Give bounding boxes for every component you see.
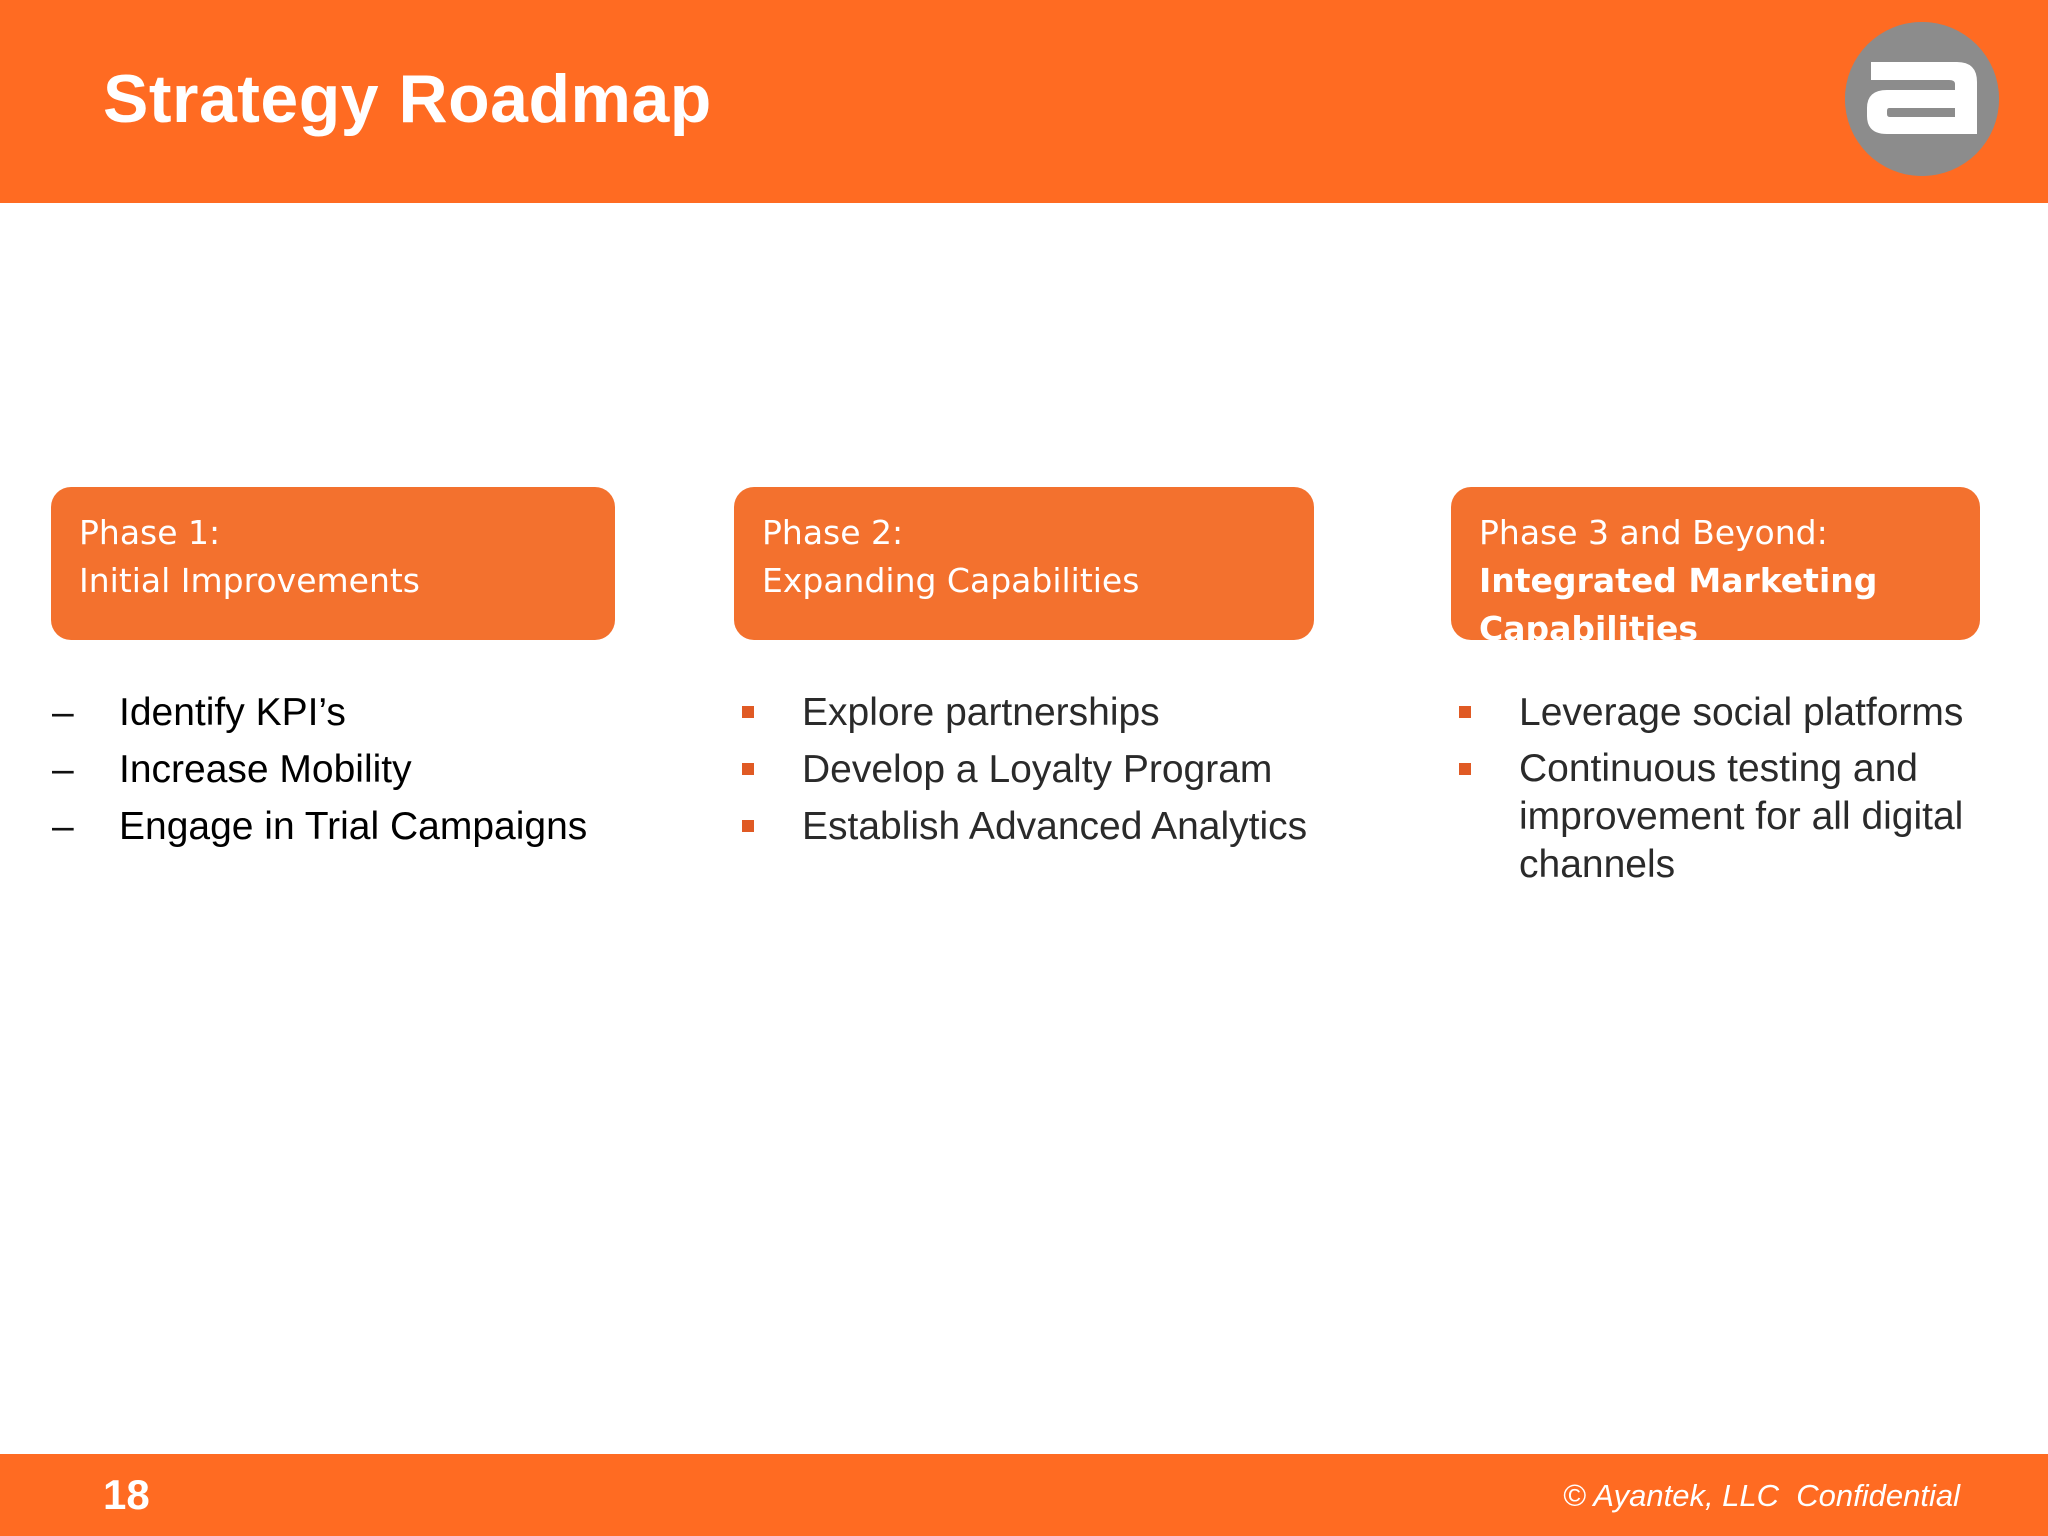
- page-number: 18: [103, 1471, 150, 1518]
- copyright-notice: © Ayantek, LLC Confidential: [1562, 1478, 1960, 1513]
- phase-3-heading: Phase 3 and Beyond:: [1479, 513, 1828, 552]
- dash-bullet-icon: –: [52, 805, 74, 848]
- slide-title: Strategy Roadmap: [103, 61, 712, 137]
- list-item-text: Leverage social platforms: [1519, 691, 1964, 734]
- phase-1-subtitle: Initial Improvements: [79, 561, 420, 600]
- phase-2-subtitle: Expanding Capabilities: [762, 561, 1140, 600]
- list-item: Explore partnerships: [735, 684, 1355, 741]
- list-item: Continuous testing and improvement for a…: [1452, 741, 2012, 889]
- logo-graphic: [1845, 22, 1999, 176]
- phase-2-heading: Phase 2:: [762, 513, 904, 552]
- list-item-text: Continuous testing and improvement for a…: [1519, 747, 1964, 886]
- phase-3-box: Phase 3 and Beyond: Integrated Marketing…: [1451, 487, 1980, 640]
- list-item-text: Identify KPI’s: [119, 691, 346, 734]
- list-item-text: Explore partnerships: [802, 691, 1160, 734]
- footer-bar: 18 © Ayantek, LLC Confidential: [0, 1454, 2048, 1536]
- ayantek-logo-icon: [1845, 22, 1999, 176]
- phase-2-box: Phase 2: Expanding Capabilities: [734, 487, 1314, 640]
- list-item-text: Establish Advanced Analytics: [802, 805, 1308, 848]
- list-item: – Engage in Trial Campaigns: [52, 798, 652, 855]
- dash-bullet-icon: –: [52, 748, 74, 791]
- phase-1-box: Phase 1: Initial Improvements: [51, 487, 615, 640]
- phase-1-heading: Phase 1:: [79, 513, 221, 552]
- phase-2-list: Explore partnerships Develop a Loyalty P…: [735, 684, 1355, 855]
- list-item: – Increase Mobility: [52, 741, 652, 798]
- header-bar: Strategy Roadmap: [0, 0, 2048, 203]
- list-item: Establish Advanced Analytics: [735, 798, 1355, 855]
- phase-3-subtitle-line-1: Integrated Marketing: [1479, 561, 1878, 600]
- list-item: Leverage social platforms: [1452, 684, 2012, 741]
- list-item-text: Develop a Loyalty Program: [802, 748, 1273, 791]
- phase-1-list: – Identify KPI’s – Increase Mobility – Enga…: [52, 684, 652, 855]
- list-item: Develop a Loyalty Program: [735, 741, 1355, 798]
- list-item: – Identify KPI’s: [52, 684, 652, 741]
- phase-3-list: Leverage social platforms Continuous tes…: [1452, 684, 2012, 889]
- list-item-text: Increase Mobility: [119, 748, 412, 791]
- dash-bullet-icon: –: [52, 691, 74, 734]
- phase-3-subtitle-line-2: Capabilities: [1479, 609, 1699, 640]
- list-item-text: Engage in Trial Campaigns: [119, 805, 588, 848]
